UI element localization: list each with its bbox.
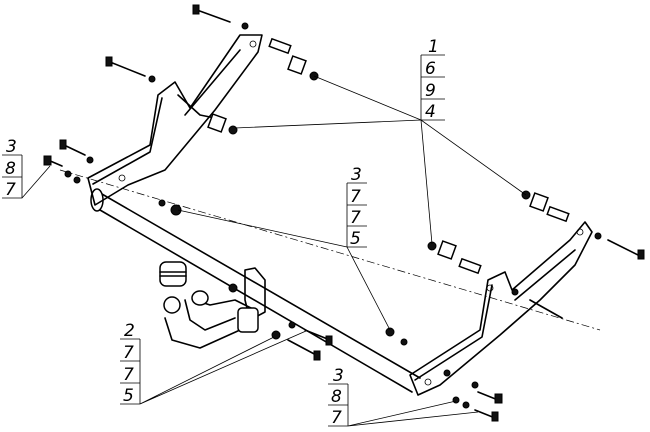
callout-label: 5 [350,229,361,249]
tow-hook [159,261,266,349]
callout-label: 9 [425,81,436,101]
callout-label: 3 [6,137,17,157]
callout-label: 7 [331,408,342,428]
callout-center: 3 7 7 5 [177,165,391,331]
right-bracket [409,221,593,396]
callout-label: 7 [123,343,134,363]
callout-label: 7 [5,180,16,200]
callout-label: 4 [425,102,436,122]
callout-bottom: 3 8 7 [328,366,479,428]
callout-label: 7 [350,187,361,207]
callout-left: 3 8 7 [2,137,51,200]
callout-label: 2 [124,321,135,341]
left-bracket [87,34,263,206]
callout-top-right: 1 6 9 4 [234,37,527,245]
callout-label: 7 [350,208,361,228]
callout-label: 3 [351,165,362,185]
crossbar-tube [59,169,601,393]
callout-label: 8 [5,159,16,179]
callout-label: 6 [425,59,436,79]
callout-label: 5 [123,386,134,406]
fasteners [43,4,645,422]
callout-label: 3 [333,366,344,386]
callout-label: 1 [428,37,439,57]
callout-bottom-left: 2 7 7 5 [120,321,307,406]
callout-label: 8 [331,387,342,407]
callout-label: 7 [123,365,134,385]
